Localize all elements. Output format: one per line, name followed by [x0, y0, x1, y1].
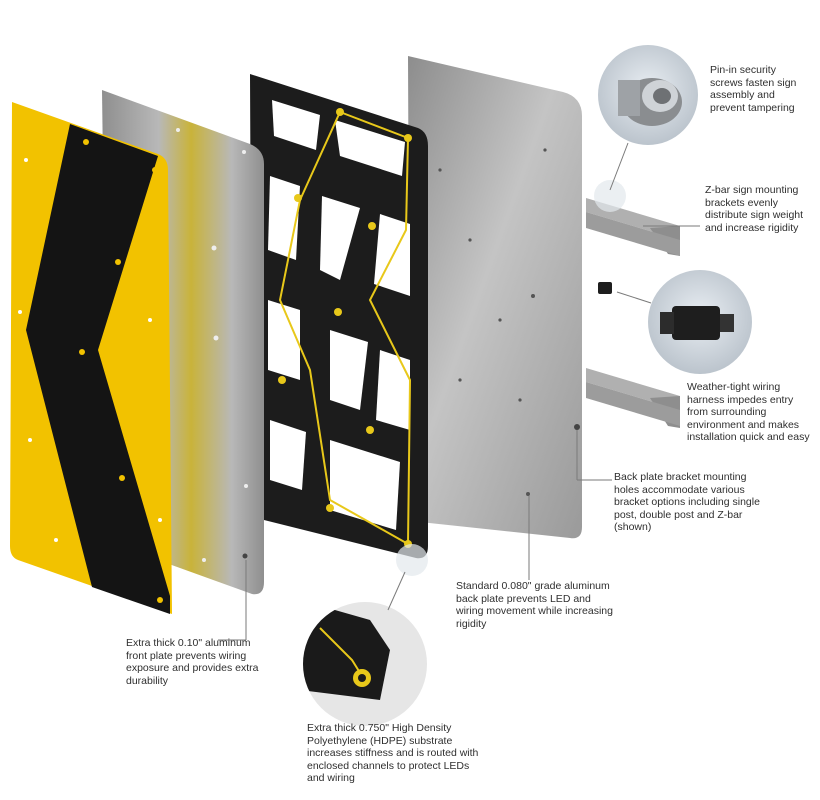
- callout-pin-in-screws: Pin-in security screws fasten sign assem…: [710, 64, 797, 114]
- pin-in-screw-detail-icon: [598, 45, 698, 145]
- highlight-ring: [594, 180, 626, 212]
- hdpe-substrate-frame: [250, 74, 428, 559]
- callout-back-plate-holes: Back plate bracket mounting holes accomm…: [614, 471, 760, 533]
- callout-hdpe-substrate: Extra thick 0.750" High Density Polyethy…: [307, 722, 479, 784]
- callout-z-bar-brackets: Z-bar sign mounting brackets evenly dist…: [705, 184, 804, 234]
- callout-front-plate: Extra thick 0.10" aluminum front plate p…: [126, 637, 259, 687]
- hdpe-corner-detail-icon: [303, 602, 427, 726]
- wiring-harness-detail-icon: [598, 270, 752, 374]
- leader-lines: [218, 142, 700, 641]
- highlight-ring: [396, 544, 428, 576]
- front-chevron-plate: [10, 102, 172, 614]
- z-bar-bracket-bottom: [586, 368, 680, 428]
- aluminum-back-plate: [408, 56, 582, 539]
- connector-icon: [598, 282, 612, 294]
- callout-wiring-harness: Weather-tight wiring harness impedes ent…: [687, 381, 810, 443]
- callout-standard-back-plate: Standard 0.080" grade aluminum back plat…: [456, 580, 613, 630]
